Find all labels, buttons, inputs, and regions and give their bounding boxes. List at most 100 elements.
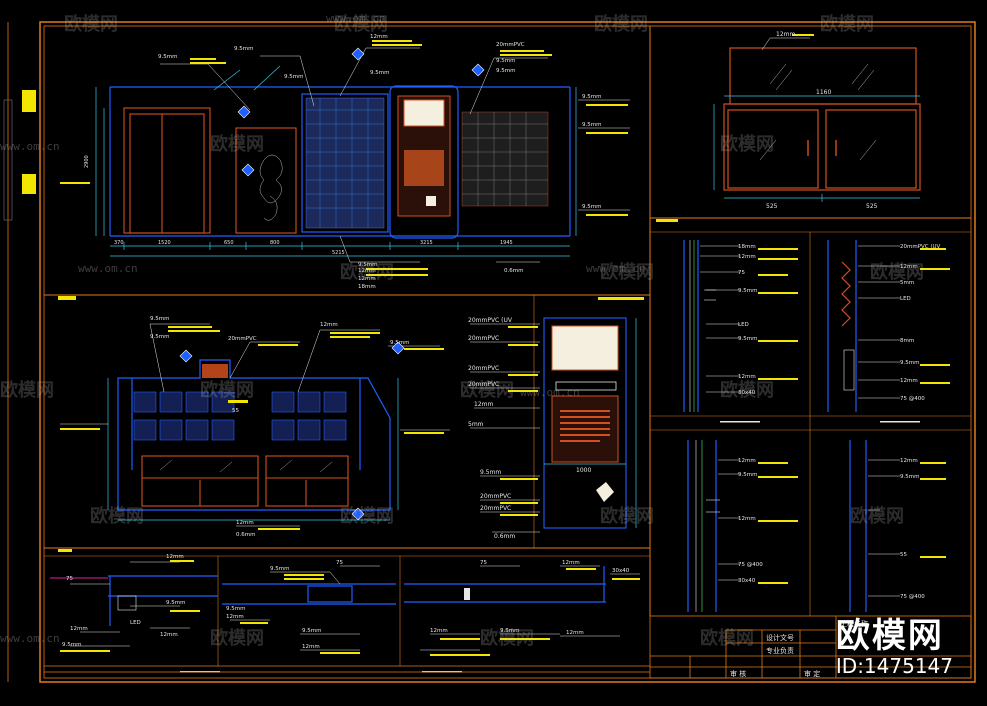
section-title-strips [58, 219, 678, 552]
elev-a-dim-8: 9.5mm [284, 74, 303, 80]
elev-a-note-4: 18mm [358, 284, 376, 290]
elev-a-bottom-2: 1520 [158, 240, 171, 246]
section-detail-1: 18mm 12mm 75 9.5mm LED 9.5mm 12mm 30x40 [683, 240, 798, 412]
watermark-logo: 欧模网 [720, 380, 774, 401]
elev-b-dim-2: 9.5mm [150, 334, 169, 340]
plan1-label-7: 9.5mm [62, 642, 81, 648]
plan1-label-6: 12mm [160, 632, 178, 638]
watermark-logo: 欧模网 [340, 262, 394, 283]
title-cell-2: 专业负责 [766, 646, 794, 655]
sec1-label-4: 9.5mm [738, 288, 757, 294]
watermark-url: www.om.cn [326, 12, 386, 25]
elev-b-dim-4: 12mm [320, 322, 338, 328]
elevation-c: 20mmPVC (UV 20mmPVC 20mmPVC 20mmPVC 12mm… [468, 317, 637, 540]
elev-b-note-1: 12mm [236, 520, 254, 526]
elev-a-bottom-3: 650 [224, 240, 234, 246]
title-cell-1: 设计文号 [766, 633, 794, 642]
sec2-label-4: LED [900, 296, 911, 302]
elev-b-center: 55 [232, 408, 239, 414]
elev-c-label-2: 20mmPVC [468, 335, 499, 342]
sec2-label-1: 20mmPVC (UV [900, 244, 941, 250]
elev-a-dim-3: 12mm [370, 34, 388, 40]
plan3-label-4: 12mm [430, 628, 448, 634]
sec4-label-2: 9.5mm [900, 474, 919, 480]
elev-c-label-10: 0.6mm [494, 533, 515, 540]
plan2-label-6: 12mm [302, 644, 320, 650]
elev-a-bottom-5: 3215 [420, 240, 433, 246]
watermark-url: www.om.cn [0, 140, 60, 153]
plan-detail-3: 75 12mm 30x40 12mm 9.5mm 12mm [404, 560, 640, 656]
cabinet-top-note: 12mm [776, 31, 795, 38]
title-block: 设计文号 专业负责 审 核 审 定 工程名称 [44, 615, 972, 679]
watermark-logo: 欧模网 [594, 14, 648, 35]
watermark-logo: 欧模网 [200, 380, 254, 401]
elev-a-dim-6: 9.5mm [496, 68, 515, 74]
plan3-label-1: 75 [480, 560, 487, 566]
sec1-label-8: 30x40 [738, 390, 756, 396]
elev-b-dim-5: 9.5mm [390, 340, 409, 346]
sec1-label-7: 12mm [738, 374, 756, 380]
sec3-label-4: 75 @400 [738, 562, 763, 568]
watermark-logo: 欧模网 [600, 262, 654, 283]
elev-a-note-1: 9.5mm [358, 262, 377, 268]
cabinet-sub-1: 525 [766, 203, 778, 210]
elev-c-label-6: 5mm [468, 421, 484, 428]
watermark-logo: 欧模网 [0, 380, 54, 401]
section-detail-3: 12mm 9.5mm 12mm 75 @400 30x40 [687, 440, 798, 612]
sec4-label-1: 12mm [900, 458, 918, 464]
watermark-logo: 欧模网 [870, 262, 924, 283]
sec2-label-5: 8mm [900, 338, 914, 344]
sheet-frame [39, 21, 976, 683]
sec1-label-5: LED [738, 322, 749, 328]
cabinet-width: 1160 [816, 89, 831, 96]
elev-a-dim-4: 20mmPVC [496, 42, 525, 48]
plan1-label-2: 75 [66, 576, 73, 582]
watermark-logo: 欧模网 [64, 14, 118, 35]
sec3-label-1: 12mm [738, 458, 756, 464]
title-cell-4: 审 定 [804, 669, 820, 678]
elev-a-note-2: 12mm [358, 268, 376, 274]
plan-detail-1: 12mm 75 9.5mm 12mm LED 12mm 9.5mm [50, 554, 218, 652]
elev-a-dim-7: 9.5mm [370, 70, 389, 76]
brand-id: ID:1475147 [835, 654, 953, 678]
elev-b-dim-3: 20mmPVC [228, 336, 257, 342]
plan3-label-5: 9.5mm [500, 628, 519, 634]
binding-strip [3, 22, 36, 682]
elev-c-label-7: 9.5mm [480, 469, 501, 476]
watermark-logo: 欧模网 [210, 628, 264, 649]
cabinet-elevation: 12mm 1160 525 525 [713, 31, 921, 210]
title-cell-5: 工程名称 [840, 619, 868, 628]
sec1-label-1: 18mm [738, 244, 756, 250]
watermark-logo: 欧模网 [460, 380, 514, 401]
watermark-logo: 欧模网 [334, 14, 388, 35]
sec3-label-5: 30x40 [738, 578, 756, 584]
watermark-url: www.om.cn [520, 386, 580, 399]
watermark-logo: 欧模网 [700, 628, 754, 649]
sec2-label-8: 75 @400 [900, 396, 925, 402]
sec2-label-2: 12mm [900, 264, 918, 270]
elev-b-note-2: 0.6mm [236, 532, 255, 538]
plan3-label-3: 30x40 [612, 568, 630, 574]
plan3-label-2: 12mm [562, 560, 580, 566]
elev-a-ext: 0.6mm [504, 268, 523, 274]
elev-a-right-2: 9.5mm [582, 122, 601, 128]
sec2-label-7: 12mm [900, 378, 918, 384]
elev-c-label-5: 12mm [474, 401, 493, 408]
watermark-url: www.om.cn [586, 262, 646, 275]
sec1-label-3: 75 [738, 270, 745, 276]
sec1-label-2: 12mm [738, 254, 756, 260]
elev-a-dim-5: 9.5mm [496, 58, 515, 64]
watermark-logo: 欧模网 [210, 134, 264, 155]
elev-a-height: 2900 [84, 155, 90, 168]
watermark-url: www.om.cn [0, 632, 60, 645]
brand-name: 欧模网 [835, 616, 944, 656]
cabinet-sub-2: 525 [866, 203, 878, 210]
elev-a-dim-1: 9.5mm [158, 54, 177, 60]
watermark-logo: 欧模网 [720, 134, 774, 155]
plan3-label-6: 12mm [566, 630, 584, 636]
section-detail-4: 12mm 9.5mm 55 75 @400 [849, 440, 946, 612]
title-cell-3: 审 核 [730, 669, 746, 678]
elev-a-right-3: 9.5mm [582, 204, 601, 210]
elev-a-right-1: 9.5mm [582, 94, 601, 100]
brand-overlay: 欧模网 ID:1475147 [836, 618, 953, 678]
